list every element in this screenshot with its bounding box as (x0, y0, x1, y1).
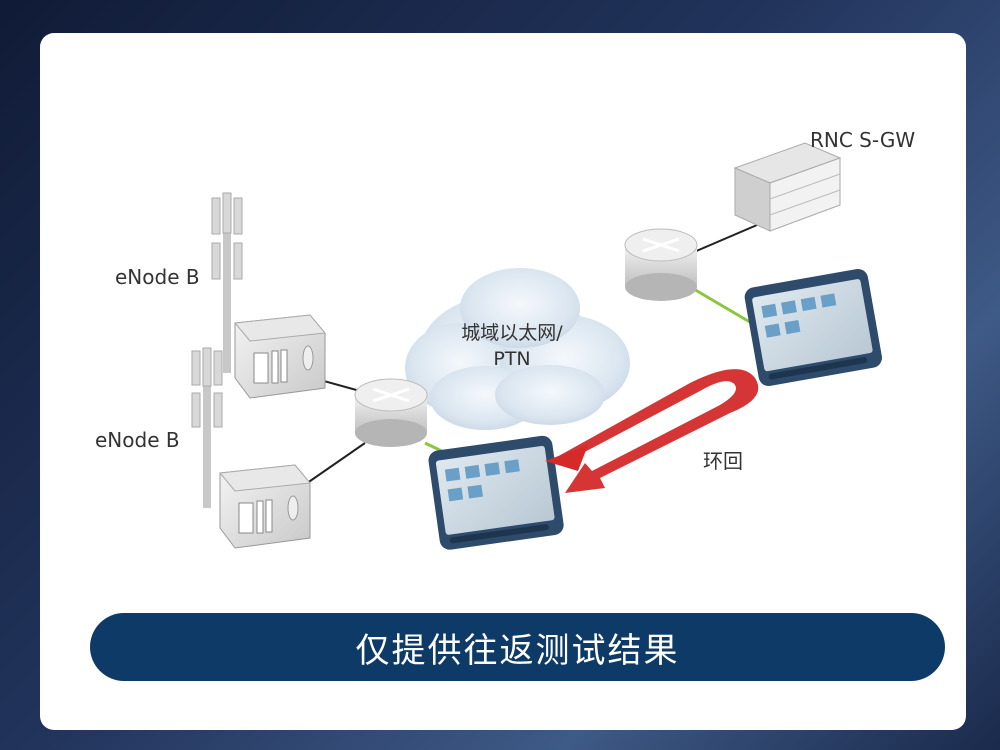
rnc-label: RNC S-GW (810, 128, 916, 152)
enodeb-top-label: eNode B (115, 265, 200, 289)
loop-arrow-icon (545, 369, 759, 493)
base-station-box-icon (219, 464, 311, 549)
handheld-tester-icon (428, 435, 564, 550)
caption-text: 仅提供往返测试结果 (355, 630, 680, 671)
cell-tower-icon (191, 347, 223, 508)
loop-label: 环回 (703, 449, 743, 473)
handheld-tester-icon (744, 268, 882, 386)
base-station-box-icon (234, 314, 326, 399)
cloud-icon (405, 268, 630, 430)
cell-tower-icon (211, 192, 243, 373)
enodeb-bottom-label: eNode B (95, 428, 180, 452)
router-icon (624, 228, 698, 301)
router-icon (354, 378, 428, 447)
cloud-label-line1: 城域以太网/ (461, 322, 563, 344)
server-rack-icon (733, 142, 842, 232)
cloud-label-line2: PTN (493, 348, 531, 370)
cloud-label: 城域以太网/ PTN (452, 320, 572, 372)
content-card: eNode B eNode B RNC S-GW 城域以太网/ PTN 环回 仅… (40, 33, 966, 730)
caption-banner: 仅提供往返测试结果 (90, 613, 945, 681)
network-diagram (191, 142, 882, 550)
